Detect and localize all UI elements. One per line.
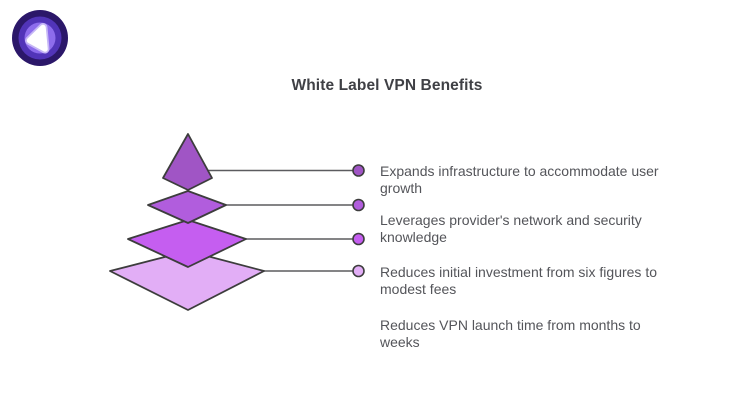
connector-dot-1 (352, 164, 365, 177)
benefit-item-1: Expands infrastructure to accommodate us… (380, 163, 680, 196)
pyramid-layer-3 (127, 219, 247, 268)
benefit-item-2-line-2: knowledge (380, 228, 447, 245)
benefit-item-3-line-1: Reduces initial investment from six figu… (380, 264, 657, 280)
benefit-item-4: Reduces VPN launch time from months to w… (380, 317, 680, 350)
benefit-item-4-line-2: weeks (380, 333, 420, 350)
benefit-item-2: Leverages provider's network and securit… (380, 212, 680, 245)
page-title: White Label VPN Benefits (291, 77, 483, 94)
purevpn-logo-icon (12, 10, 68, 66)
benefit-item-3-line-2: modest fees (380, 280, 457, 297)
connector-dot-3 (352, 232, 365, 246)
pyramid-layer-4 (109, 250, 265, 311)
benefit-item-2-line-1: Leverages provider's network and securit… (380, 212, 642, 228)
benefit-item-1-line-2: growth (380, 179, 423, 196)
connector-dot-2 (352, 198, 365, 212)
logo-center-triangle (26, 24, 48, 52)
pyramid-layer-2 (147, 190, 227, 224)
benefit-item-1-line-1: Expands infrastructure to accommodate us… (380, 163, 659, 179)
benefit-item-4-line-1: Reduces VPN launch time from months to (380, 317, 641, 333)
benefit-item-3: Reduces initial investment from six figu… (380, 264, 680, 297)
pyramid-layer-1 (162, 133, 213, 191)
connector-dot-4 (352, 264, 365, 278)
